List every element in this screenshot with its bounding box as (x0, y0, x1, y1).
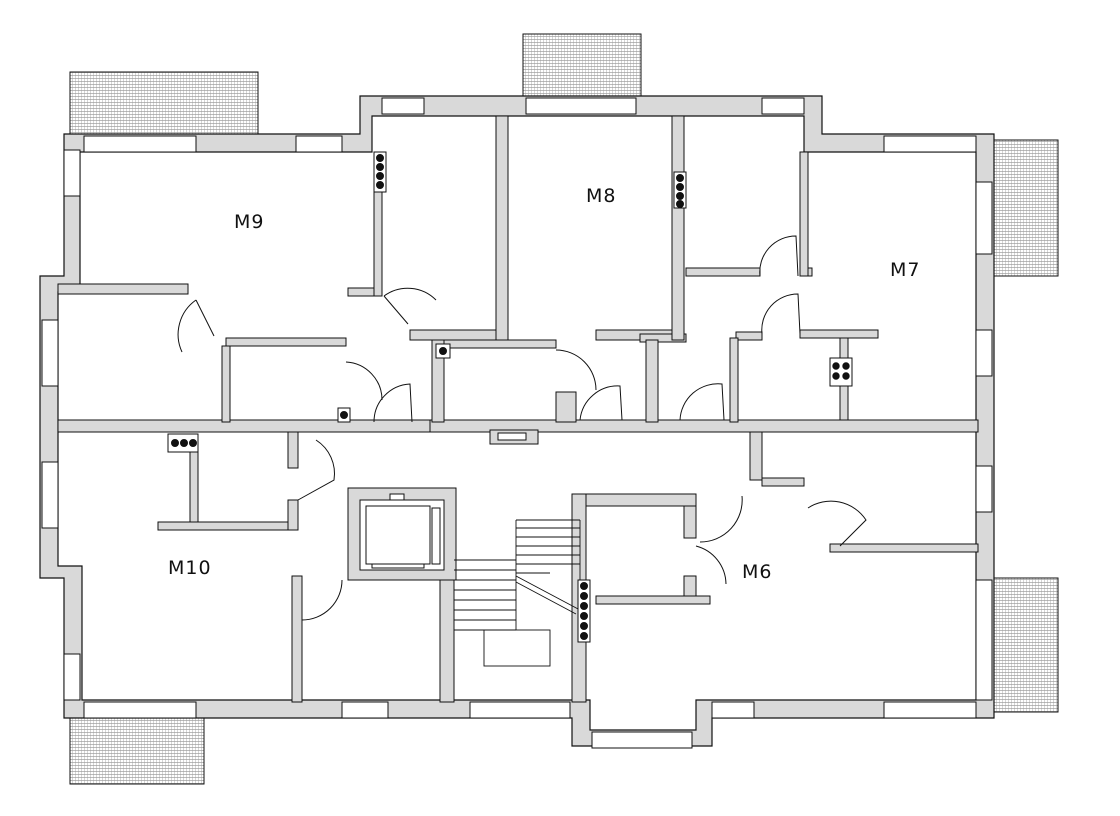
window (295, 135, 343, 153)
wall (645, 339, 659, 423)
window (591, 731, 693, 749)
wall (347, 287, 377, 297)
balcony-right-bottom (993, 577, 1059, 713)
unit-label-m7: M7 (890, 259, 920, 281)
elevator-door (371, 563, 425, 569)
ventilation-shafts (167, 151, 853, 643)
elevator (359, 493, 445, 571)
window (41, 461, 59, 529)
window (63, 653, 81, 701)
wall (495, 115, 509, 341)
window (975, 181, 993, 255)
wall (431, 339, 445, 423)
elevator-box (389, 493, 405, 501)
door-swing (761, 293, 801, 335)
window (975, 329, 993, 377)
elevator-rail (431, 507, 441, 565)
door-swing (679, 383, 725, 421)
wall (585, 493, 697, 507)
balcony-top-left (69, 71, 259, 139)
wall (225, 337, 347, 347)
window (883, 701, 977, 719)
door-swing (699, 495, 743, 543)
window (975, 465, 993, 513)
window (341, 701, 389, 719)
door-swing (177, 299, 215, 353)
window (41, 319, 59, 387)
wall (189, 445, 199, 531)
window (525, 97, 637, 115)
window (83, 701, 197, 719)
wall (671, 115, 685, 341)
balcony-top-center (522, 33, 642, 101)
door-swing (695, 545, 727, 585)
unit-label-m6: M6 (742, 561, 772, 583)
windows (41, 97, 993, 749)
wall (685, 267, 761, 277)
door-swing (807, 500, 867, 547)
door-swing (301, 579, 343, 621)
wall (157, 521, 299, 531)
balcony-bottom-left (69, 715, 205, 785)
unit-label-m10: M10 (168, 557, 212, 579)
wall (799, 151, 809, 277)
wall (761, 477, 805, 487)
unit-label-m8: M8 (586, 185, 616, 207)
stairwell (454, 519, 581, 667)
door-swing (555, 349, 597, 391)
wall (749, 431, 763, 481)
elevator-cabin (365, 505, 431, 565)
wall (291, 575, 303, 703)
wall (287, 431, 299, 469)
wall (735, 331, 763, 341)
balcony-right-top (993, 139, 1059, 277)
wall (683, 505, 697, 539)
unit-labels: M9 M8 M7 M10 M6 (168, 185, 920, 583)
balconies (69, 33, 1059, 785)
door-swing (759, 235, 799, 277)
door-swing (373, 383, 413, 423)
window (381, 97, 425, 115)
wall (409, 329, 507, 341)
window (761, 97, 805, 115)
unit-label-m9: M9 (234, 211, 264, 233)
wall (221, 345, 231, 423)
window (975, 579, 993, 701)
door-swing (297, 439, 335, 501)
window (63, 149, 81, 197)
wall (287, 499, 299, 531)
door-swing (383, 287, 437, 325)
wall (829, 543, 979, 553)
doors (177, 235, 867, 621)
wall (639, 333, 687, 343)
window (883, 135, 977, 153)
wall (555, 391, 577, 423)
door-swing (345, 361, 383, 401)
window (469, 701, 571, 719)
door-swing (579, 385, 623, 421)
wall (57, 283, 189, 295)
wall (439, 579, 455, 703)
wall (439, 339, 557, 349)
wall (799, 329, 879, 339)
window (83, 135, 197, 153)
wall (429, 419, 979, 433)
stair-landing (483, 629, 551, 667)
wall (595, 595, 711, 605)
window (711, 701, 755, 719)
wall (729, 337, 739, 423)
